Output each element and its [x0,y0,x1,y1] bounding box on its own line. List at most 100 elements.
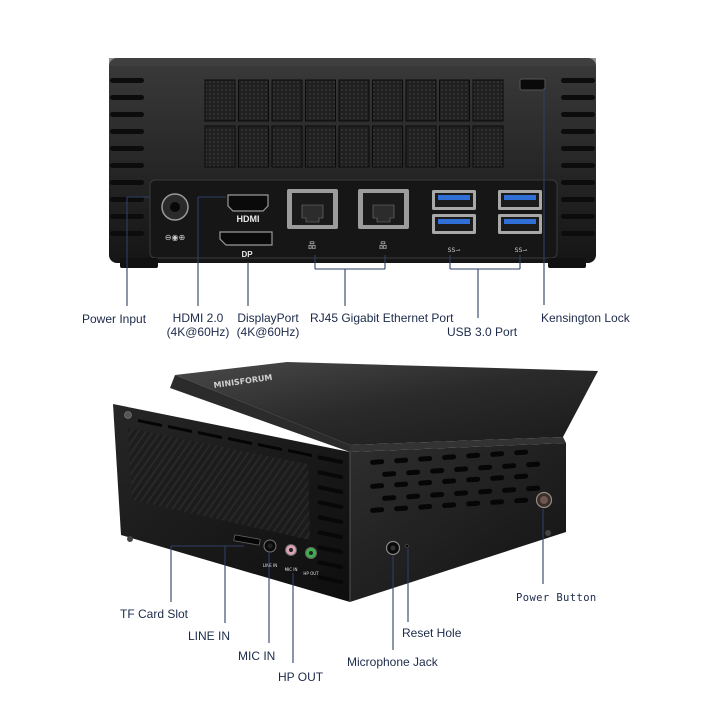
fin [561,112,595,117]
vent-cell [305,125,336,168]
label-hdmi-line1: HDMI 2.0 [172,311,224,325]
slot [198,431,222,439]
fin [110,129,144,134]
slot [418,479,433,486]
slot [418,503,433,510]
slot [514,473,529,480]
usb-3-ports [432,190,542,234]
slot [490,499,505,505]
label-usb: USB 3.0 Port [447,325,518,339]
fin [561,78,595,83]
slot [418,455,433,462]
fin [110,146,144,151]
slot [382,495,397,501]
usb-logo-icon: SS⇀ [515,247,528,254]
label-kensington: Kensington Lock [541,311,630,325]
slot [466,452,481,459]
dp-mark: DP [241,250,253,259]
hdmi-mark: HDMI [237,214,260,224]
slot [406,469,421,476]
fin [561,214,595,219]
fin [561,180,595,185]
front-vent-slots [138,419,312,457]
slot [394,481,409,488]
hdmi-port [227,194,269,212]
edge-fins [317,455,344,584]
fin [561,146,595,151]
right-fins [561,78,595,236]
fin [110,78,144,83]
label-microphone-jack: Microphone Jack [347,655,438,669]
fin [317,500,344,509]
front-panel-view: MINISFORUM LINE IN MIC IN HP OUT [113,362,598,602]
fin [317,485,344,494]
slot [454,466,469,473]
slot [514,449,529,456]
fin [317,515,344,524]
slot [442,502,457,509]
slot [370,483,385,489]
vent-cell [338,79,370,122]
slot [370,507,385,513]
slot [406,493,421,500]
slot [168,425,192,433]
label-hp-out: HP OUT [278,670,324,684]
fin [561,129,595,134]
rj45-port-2: 品 [358,189,409,250]
slot [394,505,409,512]
vent-cell [271,125,303,168]
network-icon: 品 [379,241,387,250]
hp-out-mark: HP OUT [303,571,319,576]
label-dp-line2: (4K@60Hz) [236,325,300,339]
usb-logo-icon: SS⇀ [448,247,461,254]
vent-cell [305,79,336,122]
rear-port-plate [149,179,558,259]
callout-lines [126,88,545,663]
vent-cell [271,79,303,122]
rj45-port-1: 品 [287,189,338,250]
slot [258,443,282,451]
label-mic-in: MIC IN [238,649,276,663]
fin [317,530,344,539]
slot [394,457,409,464]
fin [561,163,595,168]
fin [317,470,344,479]
label-reset-hole: Reset Hole [402,626,462,640]
slot [466,500,481,507]
displayport-port [219,231,273,246]
vent-cell [372,125,403,168]
fin [110,95,144,100]
slot [288,449,312,457]
vent-cell [338,125,370,168]
slot [430,491,445,498]
vent-cell [405,79,437,122]
vent-cell [472,125,504,168]
tf-card-slot [233,534,261,546]
label-rj45: RJ45 Gigabit Ethernet Port [310,311,454,325]
slot [490,451,505,457]
vent-cell [204,79,236,122]
slot [138,419,162,427]
fin [317,545,344,554]
label-tf-card: TF Card Slot [120,607,189,621]
vent-cell [439,125,470,168]
slot [526,461,541,468]
fin [110,163,144,168]
vent-cell [439,79,470,122]
front-grille [128,428,310,540]
vent-cell [472,79,504,122]
slot [514,497,529,504]
rear-vent-grid [204,79,504,168]
slot [478,488,493,495]
reset-hole [405,544,409,548]
slot [442,454,457,461]
label-power-input: Power Input [82,312,147,326]
slot [526,485,541,492]
rear-panel-view: ⊖◉⊕ HDMI DP 品 品 SS⇀ SS⇀ [109,58,596,268]
kensington-lock-slot [519,78,546,91]
fin [110,180,144,185]
vent-cell [372,79,403,122]
label-power-button: Power Button [516,592,597,604]
slot [382,471,397,477]
